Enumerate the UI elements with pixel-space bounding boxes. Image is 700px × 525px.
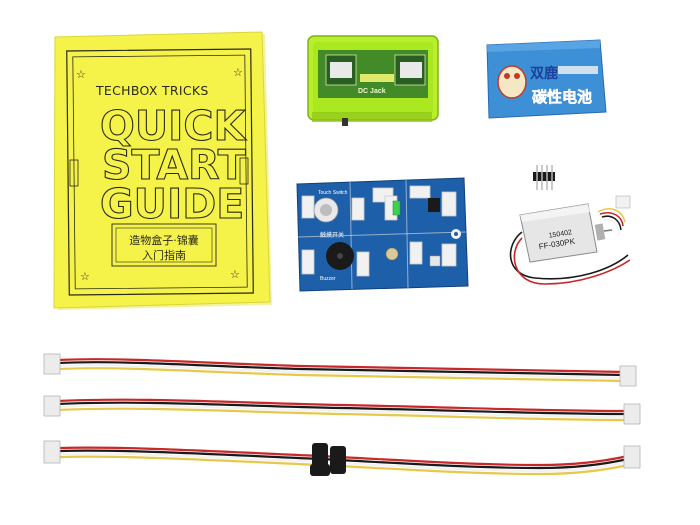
pin-header xyxy=(533,165,555,190)
battery-case-label: DC Jack xyxy=(358,88,386,95)
grove-cable-1 xyxy=(43,353,637,387)
guide-brand: TECHBOX TRICKS xyxy=(95,83,209,98)
grove-board: Touch Switch 触摸开关 Buzzer xyxy=(296,177,469,292)
guide-cn-line2: 入门指南 xyxy=(142,248,186,262)
grove-cable-2 xyxy=(43,395,641,425)
guide-title-guide: GUIDE xyxy=(100,180,244,228)
quick-start-guide: ☆ ☆ ☆ ☆ TECHBOX TRICKS QUICK START GUIDE… xyxy=(53,31,272,310)
motor-code: 150402 xyxy=(548,229,572,240)
guide-cn-line1: 造物盒子·锦囊 xyxy=(129,233,199,247)
battery-brand: 双鹿 xyxy=(530,65,558,81)
board-module-top: Touch Switch xyxy=(318,190,348,196)
dc-motor: FF-030PK 150402 xyxy=(509,195,631,285)
guide-title-quick: QUICK xyxy=(100,102,247,150)
board-module-bottom: Buzzer xyxy=(320,276,336,282)
star-icon: ☆ xyxy=(76,69,86,81)
battery-label: 碳性电池 xyxy=(532,88,592,106)
battery: 双鹿 碳性电池 xyxy=(486,39,607,119)
guide-title-start: START xyxy=(102,141,246,189)
battery-case: DC Jack xyxy=(307,35,439,126)
grove-cable-3 xyxy=(43,440,641,476)
star-icon: ☆ xyxy=(230,269,240,281)
star-icon: ☆ xyxy=(233,67,243,79)
star-icon: ☆ xyxy=(80,271,90,283)
board-module-mid: 触摸开关 xyxy=(320,231,344,239)
